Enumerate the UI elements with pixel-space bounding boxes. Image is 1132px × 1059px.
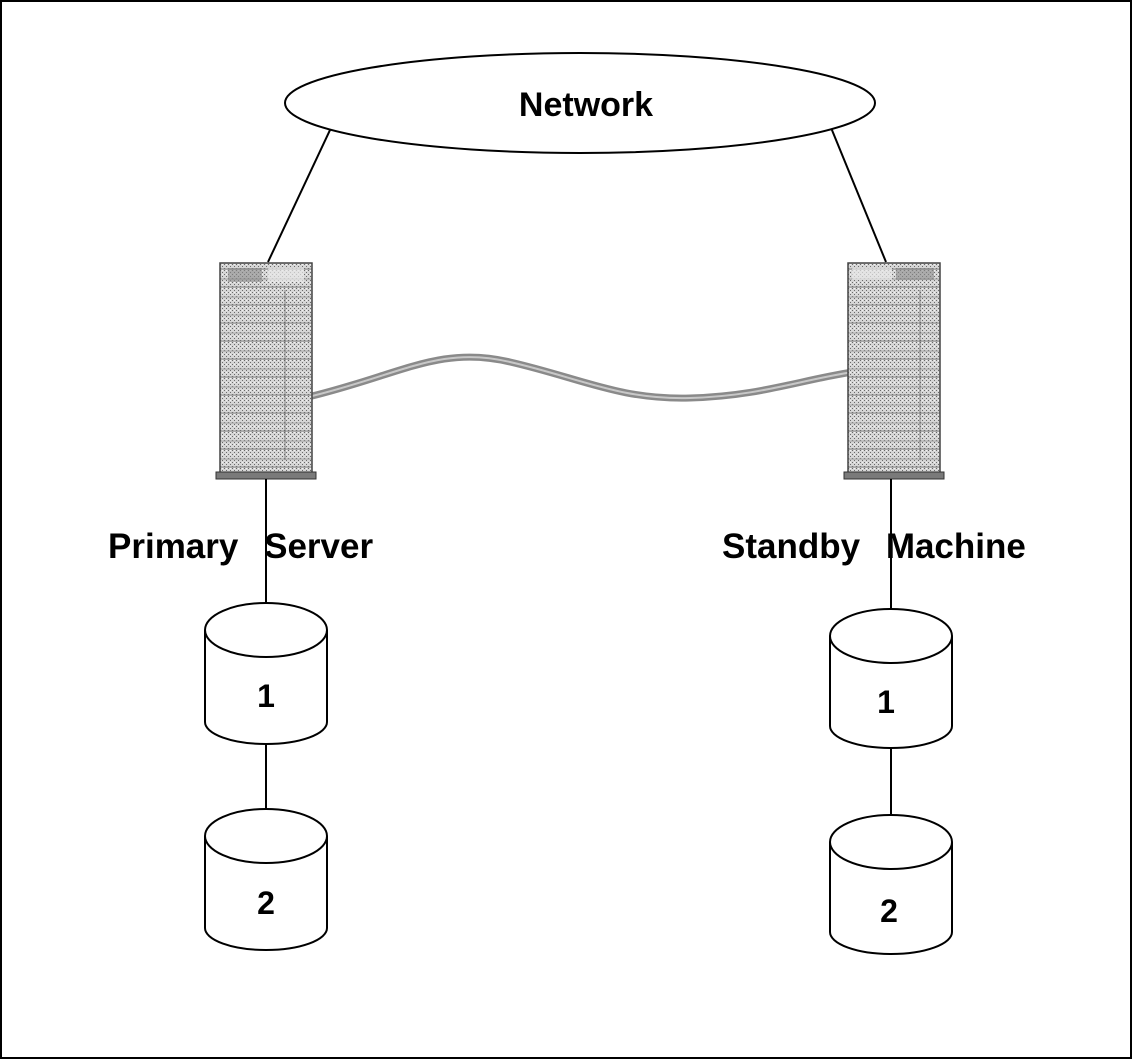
- network-cloud: Network: [284, 52, 876, 154]
- primary-disk-1-label: 1: [257, 678, 275, 714]
- standby-label-word1: Standby: [722, 527, 861, 566]
- server-link-cable-highlight: [307, 356, 854, 400]
- primary-label-word1: Primary: [108, 527, 239, 566]
- network-label: Network: [519, 86, 653, 124]
- network-link-standby: [824, 112, 887, 263]
- network-ellipse: [284, 52, 876, 154]
- primary-server-label: Primary Server: [108, 527, 373, 566]
- standby-disk-1-label: 1: [877, 684, 895, 720]
- standby-disk-2: 2: [829, 814, 953, 955]
- primary-disk-2: 2: [204, 808, 328, 951]
- primary-disk-2-label: 2: [257, 885, 275, 921]
- standby-server-tower: [843, 262, 945, 480]
- standby-machine-label: Standby Machine: [722, 527, 1026, 566]
- network-link-primary: [267, 112, 339, 263]
- primary-disk-1: 1: [204, 602, 328, 745]
- standby-disk-1: 1: [829, 608, 953, 749]
- server-link-cable: [307, 353, 854, 402]
- standby-disk-2-label: 2: [880, 893, 898, 929]
- standby-label-word2: Machine: [886, 527, 1026, 566]
- primary-label-word2: Server: [264, 527, 373, 566]
- primary-server-tower: [215, 262, 317, 480]
